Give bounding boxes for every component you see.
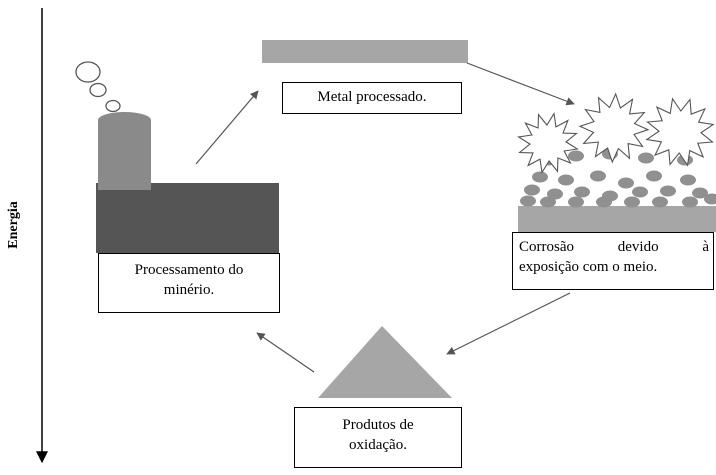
metal-processed-box: Metal processado. <box>282 82 462 114</box>
ore-processing-line-1: Processamento do <box>134 262 244 278</box>
corrosion-line-2: exposição com o meio. <box>519 258 658 275</box>
corrosion-particle <box>520 195 536 207</box>
corrosion-particle <box>524 184 540 196</box>
metal-processed-label: Metal processado. <box>317 89 427 105</box>
energy-axis-label: Energia <box>6 201 21 249</box>
corrosion-particle <box>547 188 563 200</box>
arrow-metal-to-corrosion <box>466 62 575 106</box>
furnace-icon <box>96 112 279 253</box>
corrosion-particle <box>590 170 606 182</box>
ore-processing-box: Processamento do minério. <box>98 253 280 313</box>
arrow-products-to-processing <box>256 332 315 373</box>
corrosion-particle <box>596 196 612 208</box>
corrosion-particle <box>574 186 590 198</box>
corrosion-burst <box>578 92 650 164</box>
corrosion-particle <box>692 187 708 199</box>
corrosion-line-1: Corrosão devido à <box>519 239 709 255</box>
arrow-corrosion-to-products <box>446 292 571 355</box>
corrosion-particle <box>638 152 654 164</box>
corrosion-burst <box>645 97 715 167</box>
corrosion-particle <box>682 196 698 208</box>
corrosion-icon <box>517 92 716 232</box>
corrosion-particle <box>532 171 548 183</box>
metal-bar-icon <box>262 40 468 63</box>
corrosion-particle <box>568 196 584 208</box>
oxidation-products-line-2: oxidação. <box>349 436 407 453</box>
corrosion-particle <box>540 196 556 208</box>
corrosion-particle <box>646 170 662 182</box>
oxidation-products-line-1: Produtos de <box>342 417 414 433</box>
corrosion-particle <box>618 177 634 189</box>
corrosion-particle <box>660 185 676 197</box>
corrosion-particle <box>652 196 668 208</box>
oxide-pile-icon <box>318 326 452 398</box>
oxidation-products-box: Produtos de oxidação. <box>294 407 462 468</box>
corrosion-particle <box>568 150 584 162</box>
smoke-rings-icon <box>75 61 121 113</box>
corrosion-particle <box>632 186 648 198</box>
arrow-processing-to-metal <box>195 90 259 165</box>
corrosion-particle <box>680 174 696 186</box>
corrosion-particle <box>558 174 574 186</box>
corrosion-particle <box>624 196 640 208</box>
corrosion-box: Corrosão devido à exposição com o meio. <box>512 232 714 290</box>
corrosion-particle <box>704 193 716 205</box>
corrosion-burst <box>517 112 579 174</box>
ore-processing-line-2: minério. <box>163 281 215 298</box>
